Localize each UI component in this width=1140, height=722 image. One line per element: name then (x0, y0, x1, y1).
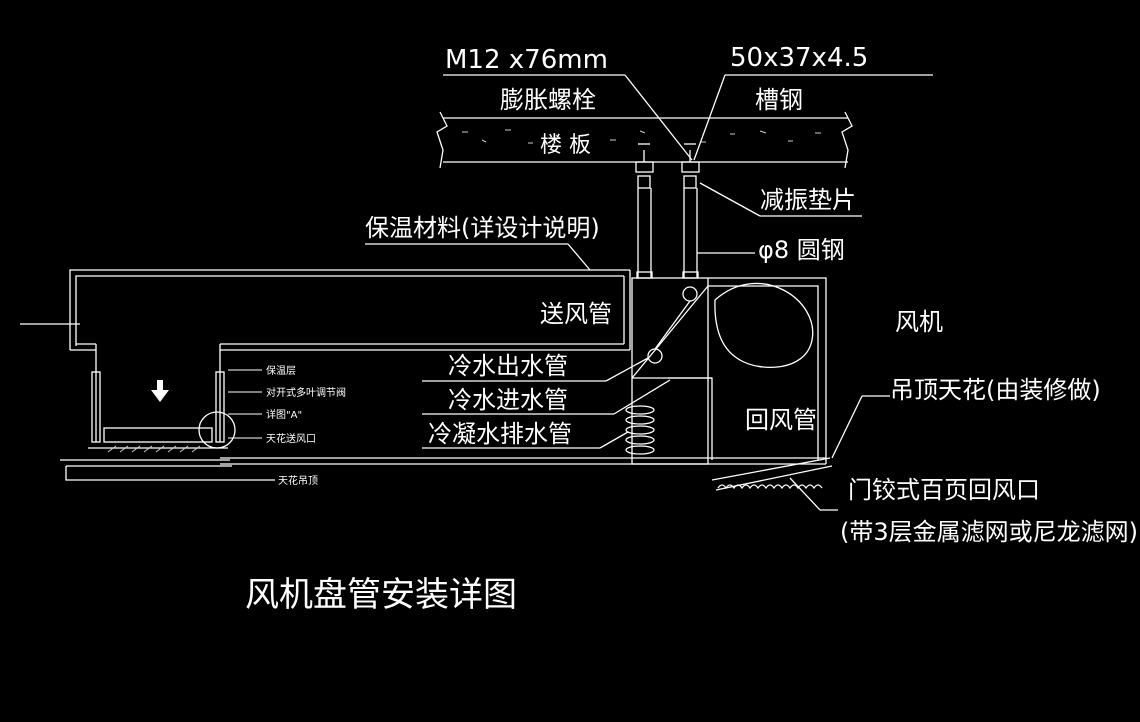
channel-spec-label: 50x37x4.5 (730, 43, 868, 73)
supply-duct-label: 送风管 (540, 300, 612, 328)
round-steel-label: φ8 圆钢 (758, 236, 845, 264)
small-detail-label: 详图"A" (266, 408, 302, 421)
expansion-bolt-icon (635, 143, 654, 189)
small-diffuser-label: 天花送风口 (266, 432, 316, 445)
fan-housing (668, 277, 827, 464)
insulation-label: 保温材料(详设计说明) (365, 214, 600, 242)
coil-icon (625, 405, 655, 455)
chw-out-label: 冷水出水管 (448, 352, 568, 380)
supply-duct (20, 269, 631, 351)
ceiling-label: 吊顶天花(由装修做) (890, 376, 1101, 404)
drawing-title: 风机盘管安装详图 (245, 575, 517, 615)
condensate-label: 冷凝水排水管 (428, 420, 572, 448)
return-duct-label: 回风管 (745, 406, 817, 434)
diffuser-hatch (107, 445, 201, 453)
floor-slab-label: 楼 板 (540, 133, 591, 158)
slab-hatch (462, 129, 821, 144)
pipe-leaders (422, 357, 671, 449)
down-arrow-icon (151, 380, 169, 402)
return-grille (711, 457, 838, 511)
return-duct (220, 395, 890, 465)
grille-label: 门铰式百页回风口 (848, 476, 1040, 504)
diffuser-box (60, 344, 275, 481)
filter-label: (带3层金属滤网或尼龙滤网) (840, 518, 1138, 546)
small-ceiling-label: 天花吊顶 (278, 474, 318, 487)
bolt-spec-label: M12 x76mm (445, 45, 608, 75)
chw-in-label: 冷水进水管 (448, 386, 568, 414)
fan-label: 风机 (895, 308, 943, 336)
small-damper-label: 对开式多叶调节阀 (266, 386, 346, 399)
small-leaders (228, 369, 275, 481)
hanger-rods (637, 188, 698, 278)
damping-pad-label: 减振垫片 (760, 186, 856, 214)
small-insulation-label: 保温层 (266, 364, 296, 377)
expansion-bolt-label: 膨胀螺栓 (500, 86, 596, 114)
channel-steel-icon (681, 143, 700, 189)
channel-steel-label: 槽钢 (755, 86, 803, 114)
leader-lines-top (365, 74, 933, 271)
